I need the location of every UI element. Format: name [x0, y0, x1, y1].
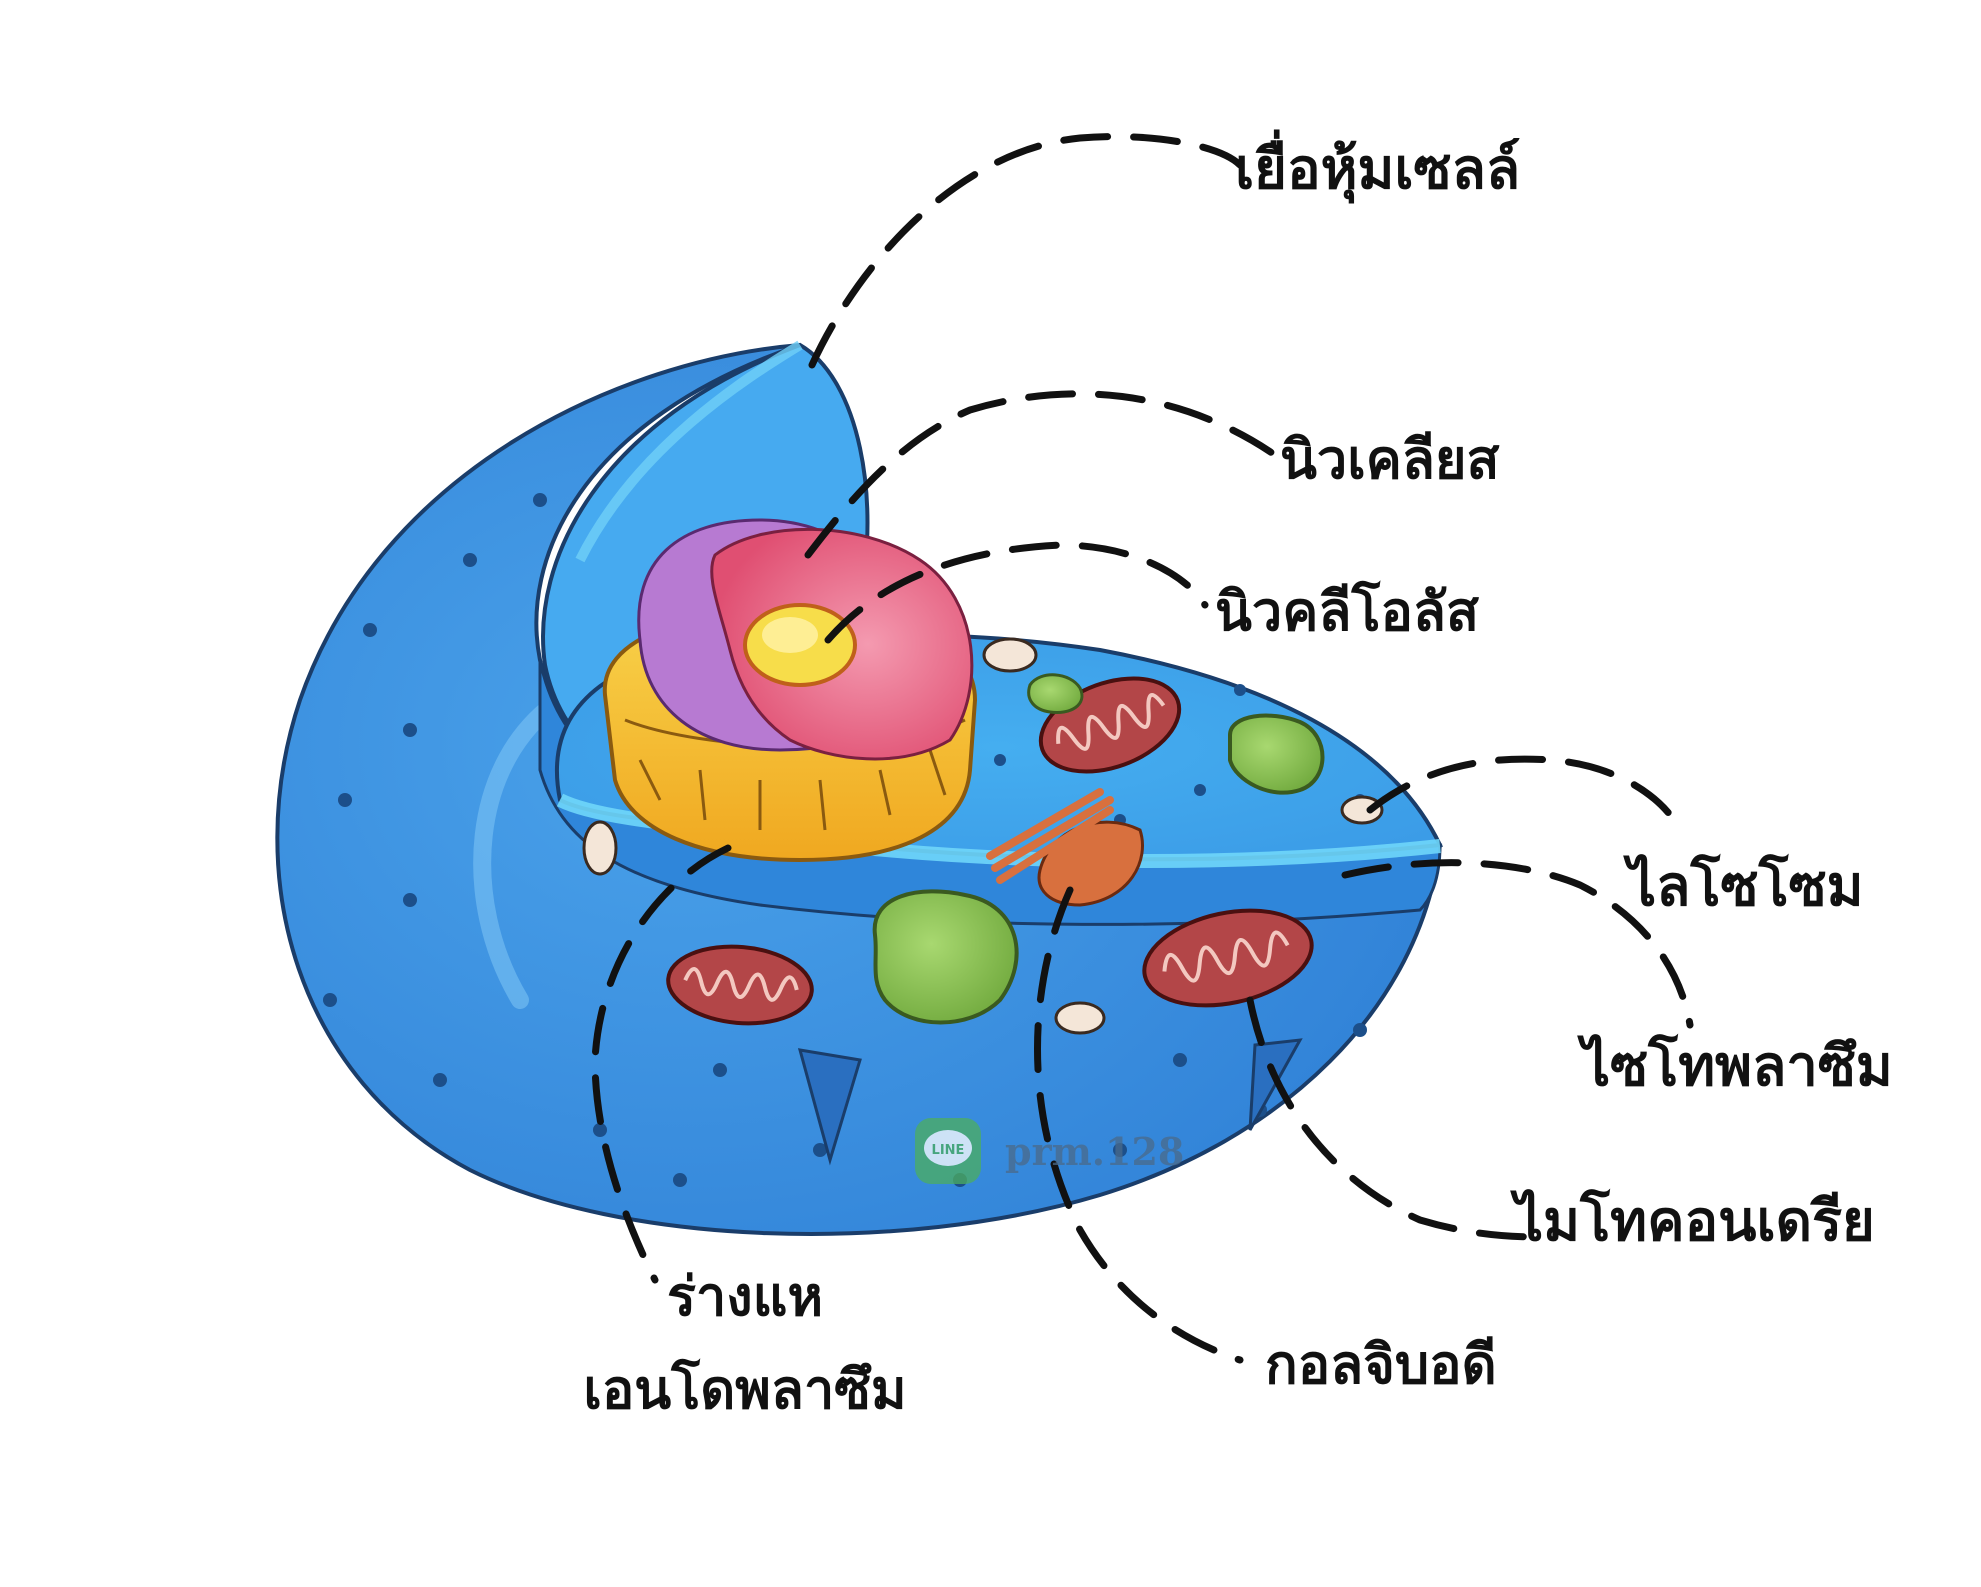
label-golgi: กอลจิบอดี	[1265, 1333, 1497, 1396]
vacuole-shape	[872, 673, 1325, 1025]
leader-lysosome	[1366, 755, 1684, 834]
watermark-badge-text: LINE	[932, 1143, 965, 1158]
leader-cytoplasm	[1341, 859, 1694, 1029]
leader-nucleus	[804, 390, 1279, 559]
mitochondria-shape	[666, 676, 1314, 1026]
labels: เยื่อหุ้มเซลล์ นิวเคลียส นิวคลีโอลัส ไลโ…	[583, 129, 1892, 1421]
label-nucleus: นิวเคลียส	[1280, 428, 1500, 491]
label-nucleolus: นิวคลีโอลัส	[1215, 580, 1479, 643]
leader-mitochondria	[1246, 996, 1544, 1241]
label-er-line1: ร่างแห	[667, 1265, 823, 1328]
label-er-line2: เอนโดพลาซึม	[583, 1358, 906, 1421]
label-cell-membrane: เยื่อหุ้มเซลล์	[1235, 129, 1520, 204]
label-mitochondria: ไมโทคอนเดรีย	[1510, 1188, 1875, 1254]
watermark-text: prm.128	[1005, 1129, 1184, 1174]
leader-golgi	[1034, 886, 1244, 1364]
lysosome-shape	[582, 637, 1384, 1035]
leader-lines	[591, 133, 1694, 1364]
leader-cell-membrane	[808, 133, 1244, 369]
watermark: LINE prm.128	[915, 1118, 1184, 1184]
leader-er	[591, 844, 732, 1284]
label-lysosome: ไลโซโซม	[1623, 853, 1864, 919]
golgi-body-shape	[986, 788, 1144, 907]
nucleus-shape	[637, 518, 974, 761]
cytoskeleton-shape	[797, 1038, 1303, 1166]
leader-nucleolus	[824, 541, 1209, 644]
label-cytoplasm: ไซโทพลาซึม	[1577, 1033, 1893, 1099]
